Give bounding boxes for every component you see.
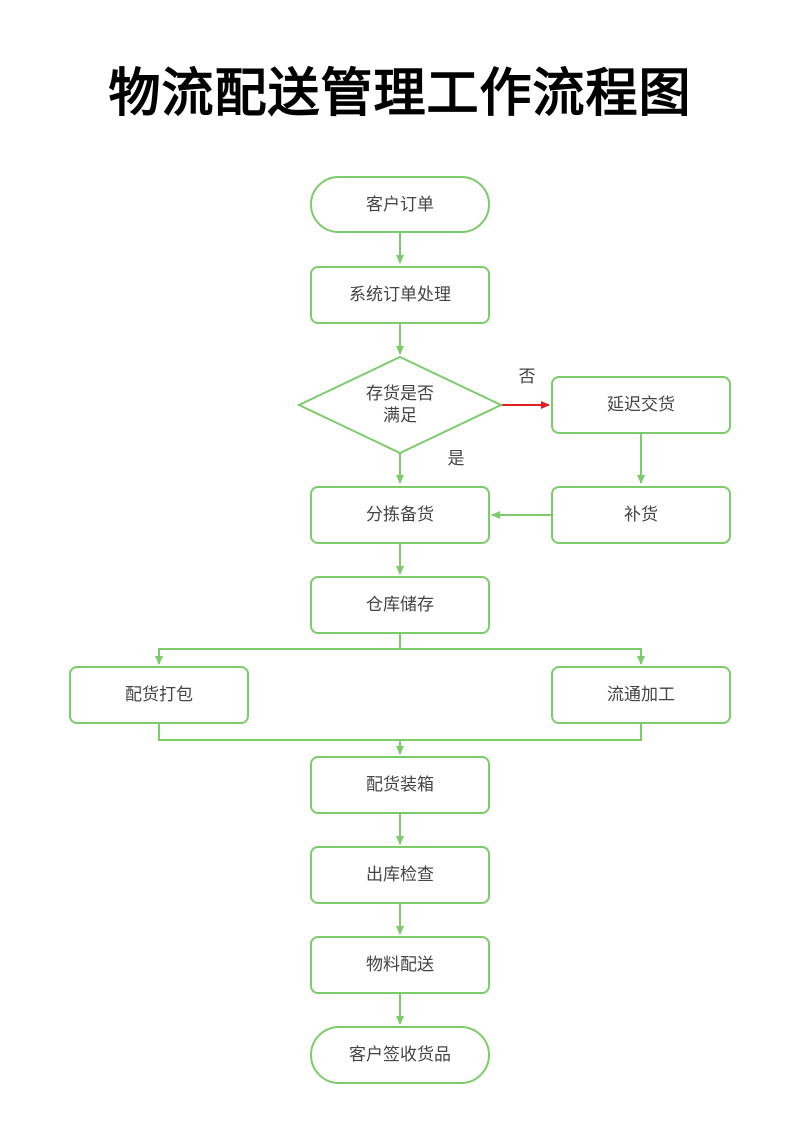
label-customer-order: 客户订单: [366, 195, 434, 215]
label-warehouse-storage: 仓库储存: [366, 595, 434, 615]
label-picking: 分拣备货: [366, 505, 434, 525]
edge-label-no: 否: [519, 367, 536, 387]
label-delivery: 物料配送: [366, 955, 434, 975]
node-boxing: [310, 756, 490, 814]
node-outbound-check: [310, 846, 490, 904]
page-title: 物流配送管理工作流程图: [108, 64, 692, 124]
node-delay-delivery: [551, 376, 731, 434]
node-processing: [551, 666, 731, 724]
node-labels: 客户订单 系统订单处理 存货是否 满足 延迟交货 补货 分拣备货 仓库储存 配货…: [125, 195, 675, 1065]
node-warehouse-storage: [310, 576, 490, 634]
label-processing: 流通加工: [607, 685, 675, 705]
label-system-processing: 系统订单处理: [349, 285, 451, 305]
node-system-processing: [310, 266, 490, 324]
nodes: [69, 176, 731, 1084]
node-customer-order: [310, 176, 490, 233]
node-restock: [551, 486, 731, 544]
label-delay-delivery: 延迟交货: [607, 395, 675, 415]
node-picking: [310, 486, 490, 544]
node-stock-check-decision: [296, 355, 504, 455]
node-packing: [69, 666, 249, 724]
connectors: [155, 232, 645, 1025]
edge-label-yes: 是: [448, 449, 465, 469]
edge-storage-split: [155, 633, 401, 665]
label-outbound-check: 出库检查: [366, 865, 434, 885]
edge-packing-merge: [158, 723, 642, 741]
label-restock: 补货: [624, 505, 658, 525]
node-delivery: [310, 936, 490, 994]
label-boxing: 配货装箱: [366, 775, 434, 795]
node-customer-receipt: [310, 1026, 490, 1084]
edge-storage-split-right: [400, 648, 645, 665]
label-customer-receipt: 客户签收货品: [349, 1045, 451, 1065]
edge-labels: 否 是: [448, 367, 536, 469]
label-stock-check-line1: 存货是否: [366, 384, 434, 404]
label-stock-check-line2: 满足: [383, 406, 417, 426]
label-packing: 配货打包: [125, 685, 193, 705]
